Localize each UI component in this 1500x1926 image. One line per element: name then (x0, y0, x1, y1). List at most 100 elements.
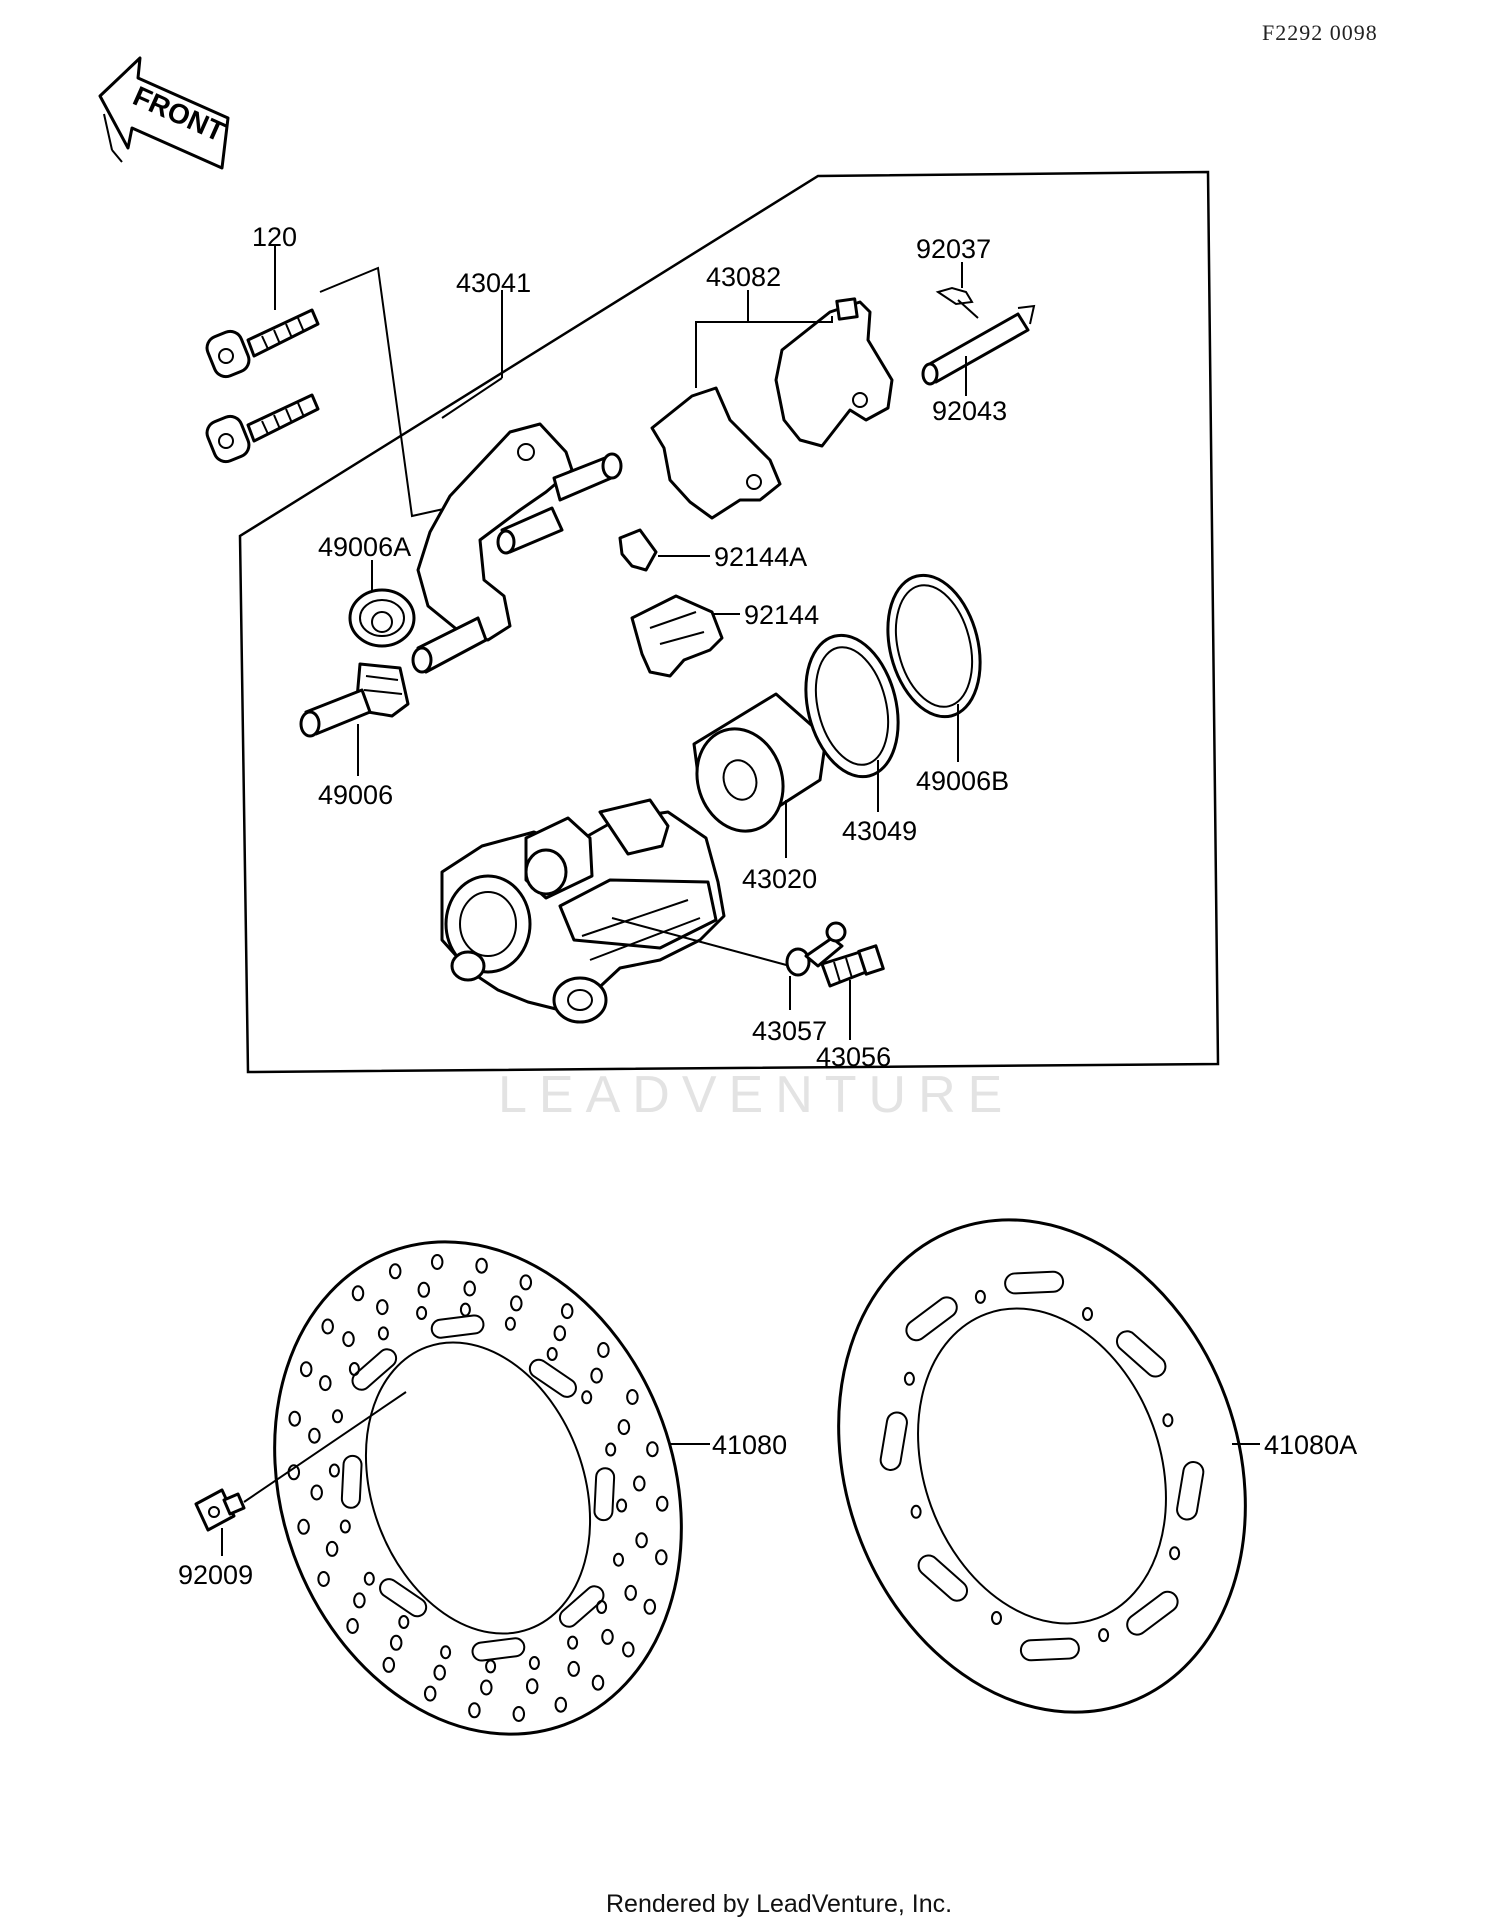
disc-slot (917, 1554, 969, 1602)
disc-hole (1082, 1307, 1093, 1321)
disc-hole (560, 1303, 574, 1320)
disc-mounting-bolt-part (194, 1488, 246, 1532)
disc-hole (398, 1615, 410, 1629)
disc-slot (879, 1411, 908, 1471)
label-41080: 41080 (712, 1430, 787, 1460)
footer-credit: Rendered by LeadVenture, Inc. (606, 1890, 952, 1918)
disc-hole (417, 1281, 431, 1298)
disc-hole (1098, 1628, 1110, 1643)
bleeder-cap-part (785, 921, 847, 977)
disc-hole (581, 1390, 593, 1405)
disc-hole (416, 1306, 428, 1320)
caliper-bracket-part (411, 422, 623, 674)
disc-hole (317, 1571, 330, 1587)
disc-hole (1169, 1546, 1181, 1561)
disc-hole (433, 1664, 446, 1681)
disc-hole (624, 1584, 637, 1601)
disc-slot (905, 1296, 958, 1342)
caliper-assembly-frame (238, 170, 1220, 1074)
disc-hole (321, 1318, 334, 1335)
label-43082: 43082 (706, 262, 781, 292)
anti-rattle-spring-part (618, 528, 658, 572)
label-43056: 43056 (816, 1042, 891, 1072)
disc-slot (471, 1637, 526, 1662)
disc-hole (622, 1641, 635, 1658)
disc-hole (504, 1316, 516, 1331)
disc-hole (626, 1389, 639, 1405)
label-49006: 49006 (318, 780, 393, 810)
disc-hole (910, 1504, 922, 1519)
brake-pad-part-2 (774, 297, 894, 448)
disc-slot (1176, 1461, 1205, 1521)
label-120: 120 (252, 222, 297, 252)
disc-hole (382, 1656, 396, 1673)
disc-hole (328, 1463, 340, 1478)
disc-hole (299, 1361, 313, 1378)
disc-hole (613, 1552, 624, 1567)
disc-hole (616, 1498, 628, 1513)
label-41080A: 41080A (1264, 1430, 1357, 1460)
disc-hole (468, 1702, 481, 1719)
disc-hole (1162, 1413, 1174, 1428)
disc-hole (463, 1280, 476, 1297)
caliper-body-part (440, 798, 726, 1024)
disc-slot (340, 1454, 363, 1509)
dust-seal-part (886, 573, 982, 719)
pad-pin-part (921, 304, 1036, 386)
watermark: LEADVENTURE (498, 1066, 1014, 1124)
disc-hole (635, 1532, 648, 1549)
disc-hole (590, 1367, 603, 1384)
label-49006B: 49006B (916, 766, 1009, 796)
disc-hole (346, 1618, 359, 1634)
disc-hole (388, 1263, 402, 1280)
disc-hole (528, 1656, 540, 1670)
label-92144A: 92144A (714, 542, 807, 572)
brake-disc-part (273, 1240, 683, 1736)
label-49006A: 49006A (318, 532, 411, 562)
caliper-piston-part (692, 692, 828, 833)
pad-spring-part (630, 594, 724, 678)
disc-hole (440, 1645, 452, 1660)
disc-hole (430, 1254, 444, 1270)
disc-slot (379, 1578, 428, 1618)
disc-hole (655, 1549, 668, 1566)
caliper-bolt-part-2 (205, 393, 320, 464)
disc-hole (319, 1375, 332, 1392)
label-43049: 43049 (842, 816, 917, 846)
piston-seal-part (804, 633, 900, 779)
disc-hole (605, 1442, 617, 1457)
disc-hole (342, 1331, 355, 1348)
disc-hole (351, 1285, 365, 1302)
disc-hole (310, 1484, 323, 1501)
disc-hole (363, 1571, 375, 1586)
disc-hole (554, 1696, 568, 1713)
disc-hole (903, 1371, 915, 1386)
disc-hole (423, 1685, 437, 1702)
disc-hole (643, 1598, 657, 1615)
label-92009: 92009 (178, 1560, 253, 1590)
reference-code: F2292 0098 (1262, 20, 1378, 45)
disc-hole (297, 1518, 310, 1535)
caliper-bolt-part (205, 308, 320, 379)
disc-hole (325, 1540, 339, 1557)
brake-disc-alt-part (837, 1218, 1247, 1714)
disc-hole (567, 1635, 579, 1650)
label-43020: 43020 (742, 864, 817, 894)
front-arrow-icon: FRONT (98, 56, 230, 170)
label-92043: 92043 (932, 396, 1007, 426)
pin-clip-part (935, 286, 979, 319)
label-43041: 43041 (456, 268, 531, 298)
disc-hole (546, 1347, 558, 1361)
rubber-boot-part (348, 588, 416, 648)
disc-hole (974, 1289, 986, 1304)
disc-hole (339, 1519, 351, 1534)
disc-hole (519, 1274, 533, 1291)
disc-hole (480, 1679, 493, 1696)
bleeder-valve-part (820, 944, 885, 988)
disc-hole (308, 1427, 321, 1444)
disc-hole (655, 1495, 669, 1512)
disc-slot (558, 1585, 605, 1628)
disc-hole (377, 1326, 389, 1341)
label-92144: 92144 (744, 600, 819, 630)
